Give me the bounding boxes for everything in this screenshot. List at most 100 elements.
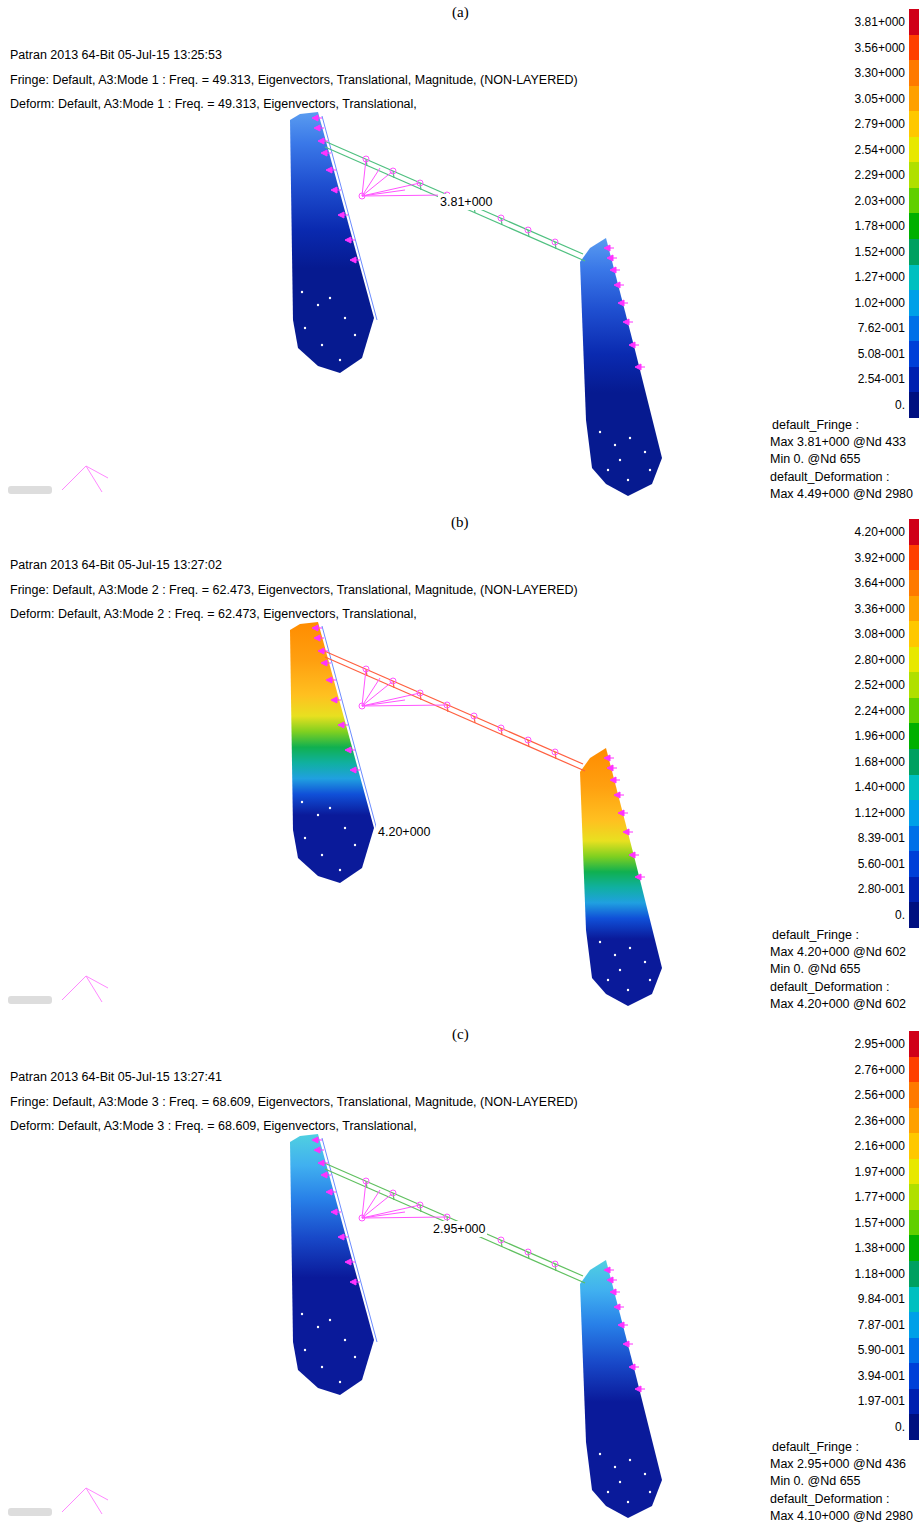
color-swatch (909, 1057, 919, 1083)
legend-value: 5.90-001 (858, 1342, 905, 1358)
legend-value: 1.38+000 (855, 1240, 905, 1256)
legend-value: 1.18+000 (855, 1266, 905, 1282)
legend-value: 1.12+000 (855, 805, 905, 821)
result-summary: Max 4.10+000 @Nd 2980 (770, 1508, 913, 1524)
legend-value: 1.97+000 (855, 1164, 905, 1180)
header-text: Patran 2013 64-Bit 05-Jul-15 13:27:41 (10, 1069, 222, 1085)
color-swatch (909, 1312, 919, 1338)
color-swatch (909, 1184, 919, 1210)
legend-value: 2.95+000 (855, 1036, 905, 1052)
color-swatch (909, 570, 919, 596)
color-swatch (909, 519, 919, 545)
color-swatch (909, 800, 919, 826)
legend-value: 2.56+000 (855, 1087, 905, 1103)
legend-value: 9.84-001 (858, 1291, 905, 1307)
color-swatch (909, 290, 919, 316)
legend-value: 3.64+000 (855, 575, 905, 591)
header-text: Patran 2013 64-Bit 05-Jul-15 13:27:02 (10, 557, 222, 573)
legend-value: 3.08+000 (855, 626, 905, 642)
color-swatch (909, 1261, 919, 1287)
legend-value: 3.30+000 (855, 65, 905, 81)
legend-value: 7.87-001 (858, 1317, 905, 1333)
legend-value: 1.27+000 (855, 269, 905, 285)
panel-label: (c) (452, 1026, 469, 1042)
panel-label: (a) (452, 4, 469, 20)
color-swatch (909, 367, 919, 393)
result-summary: Max 3.81+000 @Nd 433 (770, 434, 906, 450)
result-summary: Min 0. @Nd 655 (770, 1473, 861, 1489)
result-summary: default_Deformation : (770, 469, 890, 485)
legend-value: 1.68+000 (855, 754, 905, 770)
color-swatch (909, 60, 919, 86)
color-swatch (909, 239, 919, 265)
legend-value: 2.54-001 (858, 371, 905, 387)
legend-value: 1.57+000 (855, 1215, 905, 1231)
legend-value: 1.96+000 (855, 728, 905, 744)
color-swatch (909, 672, 919, 698)
header-text: Deform: Default, A3:Mode 1 : Freq. = 49.… (10, 96, 417, 112)
result-summary: Min 0. @Nd 655 (770, 451, 861, 467)
color-swatch (909, 35, 919, 61)
color-swatch (909, 826, 919, 852)
legend-value: 2.36+000 (855, 1113, 905, 1129)
mode-shape-plot (8, 622, 662, 1006)
legend-value: 3.56+000 (855, 40, 905, 56)
color-swatch (909, 1108, 919, 1134)
legend-value: 1.40+000 (855, 779, 905, 795)
legend-value: 0. (895, 907, 905, 923)
result-summary: Min 0. @Nd 655 (770, 961, 861, 977)
legend-value: 2.80-001 (858, 881, 905, 897)
legend-value: 0. (895, 1419, 905, 1435)
result-summary: default_Fringe : (772, 927, 859, 943)
legend-value: 5.60-001 (858, 856, 905, 872)
color-swatch (909, 1082, 919, 1108)
result-summary: Max 4.20+000 @Nd 602 (770, 996, 906, 1012)
color-swatch (909, 341, 919, 367)
result-summary: Max 4.20+000 @Nd 602 (770, 944, 906, 960)
header-text: Fringe: Default, A3:Mode 2 : Freq. = 62.… (10, 582, 578, 598)
color-swatch (909, 265, 919, 291)
color-swatch (909, 1235, 919, 1261)
color-swatch (909, 1338, 919, 1364)
color-swatch (909, 188, 919, 214)
color-swatch (909, 698, 919, 724)
legend-value: 2.79+000 (855, 116, 905, 132)
legend-value: 2.52+000 (855, 677, 905, 693)
legend-value: 2.24+000 (855, 703, 905, 719)
legend-value: 2.03+000 (855, 193, 905, 209)
color-swatch (909, 1159, 919, 1185)
header-text: Patran 2013 64-Bit 05-Jul-15 13:25:53 (10, 47, 222, 63)
color-swatch (909, 1363, 919, 1389)
peak-value: 4.20+000 (376, 824, 432, 840)
peak-value: 3.81+000 (438, 194, 494, 210)
legend-value: 1.78+000 (855, 218, 905, 234)
result-summary: default_Deformation : (770, 979, 890, 995)
legend-value: 2.16+000 (855, 1138, 905, 1154)
legend-value: 1.97-001 (858, 1393, 905, 1409)
color-swatch (909, 851, 919, 877)
legend-value: 3.36+000 (855, 601, 905, 617)
legend-value: 1.52+000 (855, 244, 905, 260)
mode-shape-plot (8, 112, 662, 496)
legend-value: 2.29+000 (855, 167, 905, 183)
result-summary: default_Deformation : (770, 1491, 890, 1507)
color-swatch (909, 749, 919, 775)
legend-value: 3.92+000 (855, 550, 905, 566)
color-swatch (909, 621, 919, 647)
color-swatch (909, 1031, 919, 1057)
color-swatch (909, 775, 919, 801)
color-swatch (909, 213, 919, 239)
legend-value: 1.02+000 (855, 295, 905, 311)
legend-value: 7.62-001 (858, 320, 905, 336)
color-swatch (909, 1133, 919, 1159)
color-swatch (909, 902, 919, 928)
legend-value: 1.77+000 (855, 1189, 905, 1205)
result-summary: default_Fringe : (772, 1439, 859, 1455)
legend-value: 8.39-001 (858, 830, 905, 846)
panel-label: (b) (451, 514, 469, 530)
color-swatch (909, 1414, 919, 1440)
color-swatch (909, 1389, 919, 1415)
color-swatch (909, 316, 919, 342)
legend-value: 2.76+000 (855, 1062, 905, 1078)
